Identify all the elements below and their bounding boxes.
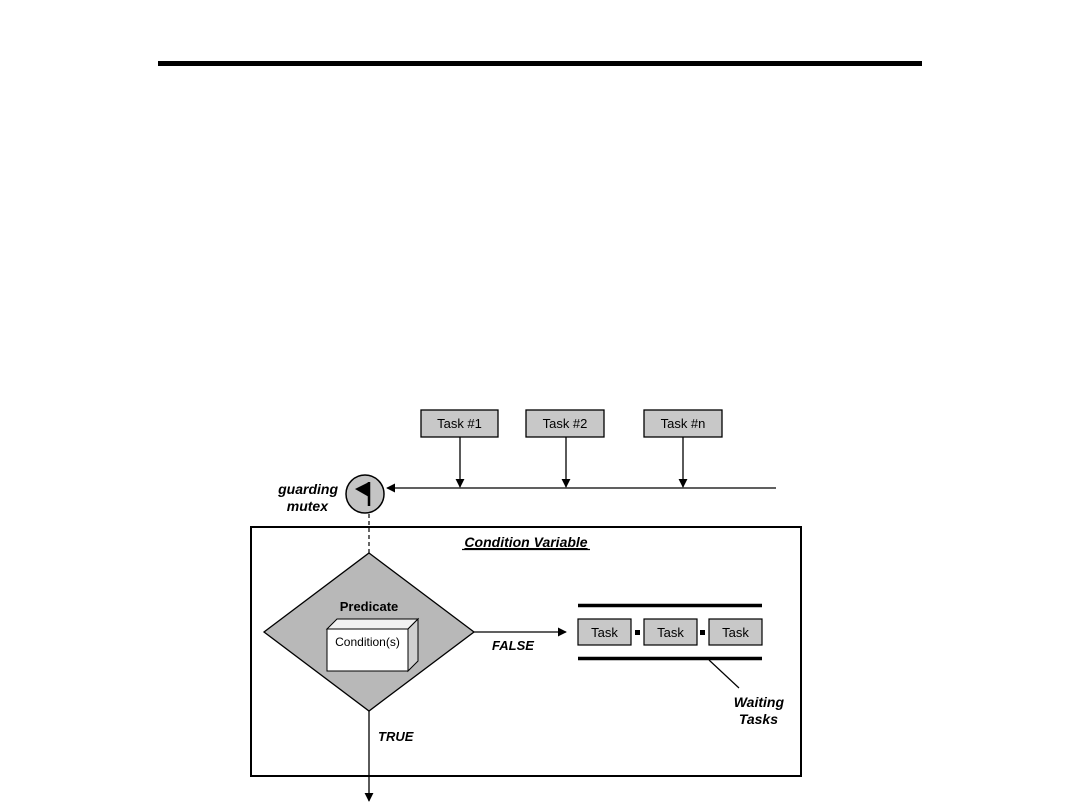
condition-label: Condition(s) [335, 635, 400, 649]
waiting-task-1-label: Task [591, 625, 618, 640]
true-label: TRUE [378, 729, 414, 744]
task-1-box [420, 409, 499, 438]
waiting-label-line2: Tasks [739, 711, 778, 727]
waiting-task-3-label: Task [722, 625, 749, 640]
false-label: FALSE [492, 638, 534, 653]
task-2-box [525, 409, 605, 438]
waiting-leader-line [708, 659, 740, 689]
top-rule [158, 61, 922, 66]
queue-separator-2 [700, 630, 705, 635]
waiting-task-2 [643, 618, 698, 646]
waiting-task-1 [577, 618, 632, 646]
condition-box-top [325, 618, 420, 630]
flag-icon [355, 482, 369, 497]
task-1-label: Task #1 [437, 416, 482, 431]
condition-box-side [407, 617, 419, 673]
guarding-mutex: guarding mutex [277, 474, 385, 514]
task-2-label: Task #2 [543, 416, 588, 431]
condition-variable-title: Condition Variable [464, 534, 587, 550]
mutex-label-line1: guarding [277, 481, 338, 497]
waiting-task-3 [708, 618, 763, 646]
incoming-tasks: Task #1 Task #2 Task #n [420, 409, 723, 488]
predicate-label: Predicate [340, 599, 399, 614]
task-n-label: Task #n [661, 416, 706, 431]
waiting-queue: Task Task Task Waiting Tasks [577, 603, 785, 727]
mutex-label-line2: mutex [287, 498, 329, 514]
queue-separator-1 [635, 630, 640, 635]
waiting-label-line1: Waiting [734, 694, 785, 710]
waiting-task-2-label: Task [657, 625, 684, 640]
condition-variable-box [250, 526, 802, 777]
condition-box-front [326, 628, 409, 672]
predicate: Predicate Condition(s) [262, 552, 476, 712]
